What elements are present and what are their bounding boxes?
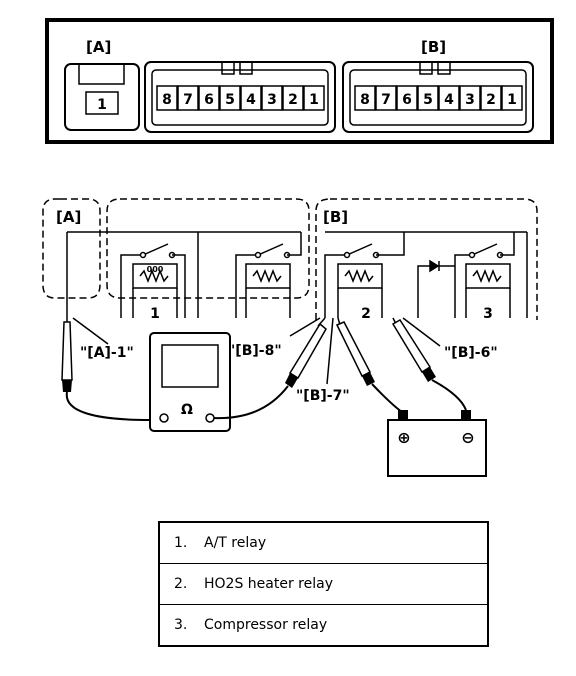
circuit-view: [A] [B] 000 1 bbox=[42, 198, 538, 477]
circuit-label-b: [B] bbox=[323, 208, 348, 226]
legend-cell: 3. Compressor relay bbox=[158, 604, 489, 647]
pins_b2-pin-label: 2 bbox=[486, 92, 496, 108]
pins_b1-pin-box bbox=[240, 85, 262, 111]
connector-frame bbox=[45, 18, 554, 144]
legend-text: Compressor relay bbox=[204, 617, 328, 633]
pins_b2-pin-label: 6 bbox=[402, 92, 412, 108]
probe-a1-label: "[A]-1" bbox=[80, 345, 134, 361]
diode-symbol bbox=[429, 259, 440, 273]
relay-2: 2 bbox=[324, 232, 405, 322]
legend-row: 2. HO2S heater relay bbox=[158, 563, 489, 605]
pins_b1-pin-label: 3 bbox=[267, 92, 277, 108]
pins_b1-pin-box bbox=[261, 85, 283, 111]
ohmmeter: Ω bbox=[149, 332, 231, 432]
connector-label-a: [A] bbox=[86, 38, 111, 56]
connector-a-housing: 1 bbox=[64, 63, 140, 131]
pins_b1-pin-label: 2 bbox=[288, 92, 298, 108]
probe-b7: "[B]-7" bbox=[296, 317, 403, 413]
relay-2-number: 2 bbox=[361, 306, 371, 322]
relay-1b bbox=[235, 232, 302, 318]
pins_b1-pin-label: 5 bbox=[225, 92, 235, 108]
pins_b1-pin-label: 6 bbox=[204, 92, 214, 108]
pins_b1-pin-box bbox=[303, 85, 325, 111]
pins_b1-pin-label: 8 bbox=[162, 92, 172, 108]
circuit-label-a: [A] bbox=[56, 208, 81, 226]
pins_b1-pin-label: 4 bbox=[246, 92, 256, 108]
pins_b1-pin-box bbox=[198, 85, 220, 111]
pins_b2-pin-label: 3 bbox=[465, 92, 475, 108]
pins_b2-pin-box bbox=[396, 85, 418, 111]
pins_b1-pin-label: 7 bbox=[183, 92, 193, 108]
ohmmeter-symbol: Ω bbox=[181, 402, 193, 418]
pins_b2-pin-box bbox=[375, 85, 397, 111]
connector-a-pin: 1 bbox=[97, 97, 107, 113]
pins_b1-pin-label: 1 bbox=[309, 92, 319, 108]
pins_b1-pin-box bbox=[282, 85, 304, 111]
probe-b7-label: "[B]-7" bbox=[296, 388, 350, 404]
relay-1-number: 1 bbox=[150, 306, 160, 322]
relay-1-coil: 000 bbox=[147, 265, 164, 274]
relay-3-number: 3 bbox=[483, 306, 493, 322]
legend-text: HO2S heater relay bbox=[204, 576, 333, 592]
probe-a1: "[A]-1" bbox=[61, 317, 151, 421]
battery-body bbox=[387, 419, 487, 477]
pins_b1-pin-box bbox=[156, 85, 178, 111]
relay-1: 000 1 bbox=[120, 232, 199, 322]
pins_b2-pin-box bbox=[438, 85, 460, 111]
pins_b2-pin-label: 7 bbox=[381, 92, 391, 108]
legend-table: 1. A/T relay 2. HO2S heater relay 3. Compress… bbox=[158, 521, 489, 647]
probe-b8-label: "[B]-8" bbox=[228, 343, 282, 359]
pins_b2-pin-label: 4 bbox=[444, 92, 454, 108]
legend-number: 1. bbox=[174, 535, 188, 551]
pins_b2-pin-box bbox=[480, 85, 502, 111]
legend-number: 2. bbox=[174, 576, 188, 592]
connector-label-b: [B] bbox=[421, 38, 446, 56]
legend-cell: 2. HO2S heater relay bbox=[158, 563, 489, 605]
legend-row: 1. A/T relay bbox=[158, 521, 489, 564]
battery-positive: ⊕ bbox=[397, 428, 410, 447]
legend-cell: 1. A/T relay bbox=[158, 521, 489, 564]
pins_b2-pin-box bbox=[417, 85, 439, 111]
legend-number: 3. bbox=[174, 617, 188, 633]
enclosure-a bbox=[42, 198, 101, 299]
probe-b8: "[B]-8" bbox=[213, 317, 327, 420]
pins_b1-pin-box bbox=[219, 85, 241, 111]
relay-3: 3 bbox=[417, 232, 528, 322]
battery-negative: ⊖ bbox=[461, 428, 474, 447]
pins_b2-pin-label: 8 bbox=[360, 92, 370, 108]
ohmmeter-body bbox=[149, 332, 231, 432]
legend-text: A/T relay bbox=[204, 535, 267, 551]
battery: ⊕ ⊖ bbox=[387, 410, 487, 477]
pins_b2-pin-box bbox=[501, 85, 523, 111]
ohmmeter-display bbox=[161, 344, 219, 388]
pins_b2-pin-box bbox=[354, 85, 376, 111]
enclosure-b bbox=[330, 198, 538, 320]
probe-b6: "[B]-6" bbox=[391, 317, 498, 411]
pins_b2-pin-box bbox=[459, 85, 481, 111]
enclosure-relays-1 bbox=[106, 198, 310, 299]
legend-row: 3. Compressor relay bbox=[158, 604, 489, 647]
pins_b1-pin-box bbox=[177, 85, 199, 111]
probe-b6-label: "[B]-6" bbox=[444, 345, 498, 361]
pins_b2-pin-label: 5 bbox=[423, 92, 433, 108]
pins_b2-pin-label: 1 bbox=[507, 92, 517, 108]
